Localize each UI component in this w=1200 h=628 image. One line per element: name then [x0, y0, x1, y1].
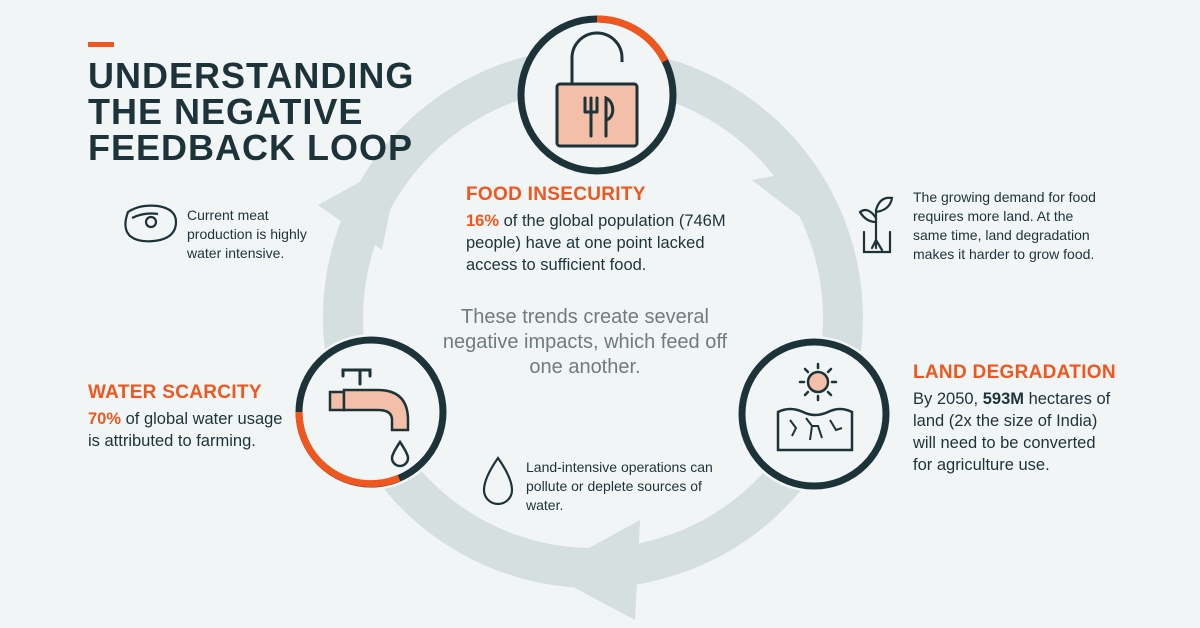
food-insecurity-desc: of the global population (746M people) h…	[466, 212, 726, 274]
note-land-intensive: Land-intensive operations can pollute or…	[526, 459, 713, 513]
page-title: UNDERSTANDING THE NEGATIVE FEEDBACK LOOP	[88, 58, 418, 166]
land-degradation-node	[736, 336, 892, 492]
land-degradation-heading: LAND DEGRADATION	[913, 362, 1116, 383]
food-insecurity-stat: 16%	[466, 212, 500, 230]
meat-steak-icon	[124, 204, 178, 243]
water-scarcity-stat: 70%	[88, 410, 122, 428]
title-accent-bar	[88, 42, 114, 47]
padlock-utensils-icon	[555, 31, 639, 148]
water-scarcity-text: 70% of global water usage is attributed …	[88, 408, 288, 452]
title-line-2: THE NEGATIVE	[88, 91, 364, 132]
land-degradation-stat: 593M	[982, 390, 1024, 408]
title-line-3: FEEDBACK LOOP	[88, 127, 414, 168]
water-faucet-icon	[328, 368, 410, 468]
land-degradation-prefix: By 2050,	[913, 390, 983, 408]
water-scarcity-heading: WATER SCARCITY	[88, 382, 262, 403]
arrow-bottom	[545, 520, 640, 620]
water-scarcity-node	[293, 334, 449, 490]
water-drop-icon	[482, 456, 514, 506]
land-degradation-text: By 2050, 593M hectares of land (2x the s…	[913, 388, 1118, 476]
food-insecurity-text: 16% of the global population (746M peopl…	[466, 210, 736, 276]
land-degradation-desc: hectares of land (2x the size of India) …	[913, 390, 1111, 474]
center-note: These trends create several negative imp…	[442, 306, 728, 378]
food-insecurity-node	[517, 15, 677, 175]
sprout-plant-icon	[858, 196, 894, 254]
note-land-demand: The growing demand for food requires mor…	[913, 189, 1096, 262]
title-line-1: UNDERSTANDING	[88, 55, 415, 96]
sun-cracked-earth-icon	[776, 362, 854, 452]
food-insecurity-heading: FOOD INSECURITY	[466, 184, 646, 205]
water-scarcity-desc: of global water usage is attributed to f…	[88, 410, 283, 450]
note-meat: Current meat production is highly water …	[187, 207, 307, 261]
arrow-upper-right	[752, 168, 830, 240]
arrow-upper-left	[318, 160, 400, 250]
